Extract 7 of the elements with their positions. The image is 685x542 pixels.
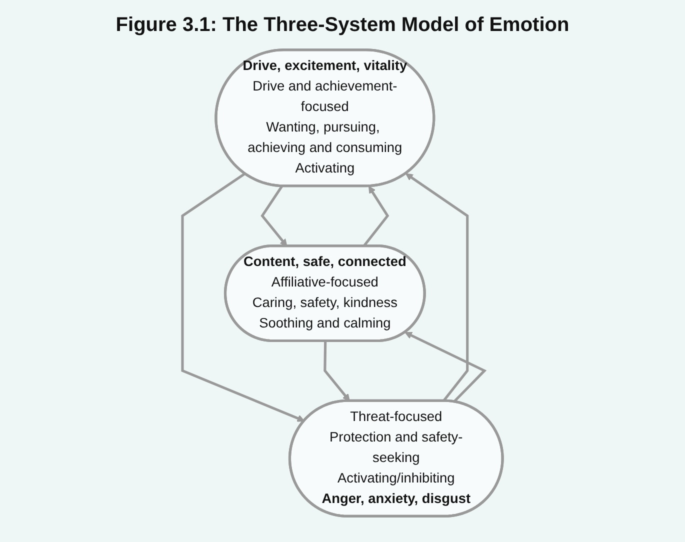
arrow xyxy=(405,173,469,402)
arrow xyxy=(362,186,390,247)
figure-title: Figure 3.1: The Three-System Model of Emotion xyxy=(114,14,570,37)
arrow xyxy=(324,341,350,402)
arrow xyxy=(260,186,288,247)
arrow xyxy=(181,172,305,422)
arrow xyxy=(404,332,487,403)
